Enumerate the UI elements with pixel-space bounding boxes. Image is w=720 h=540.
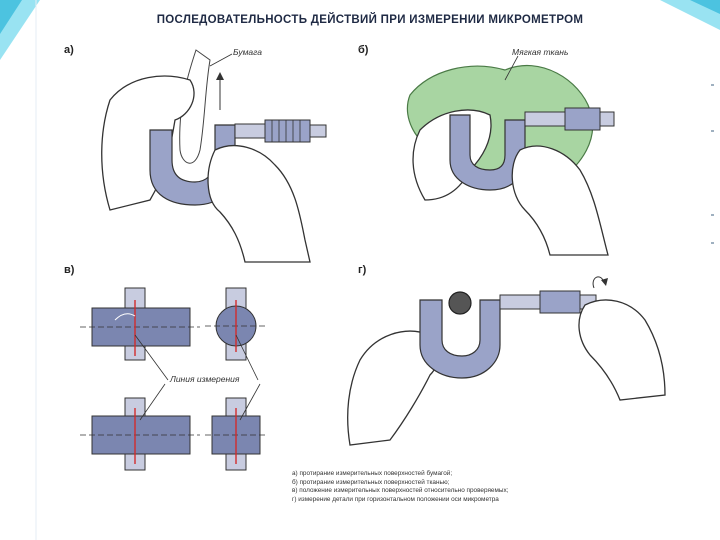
right-hand-g bbox=[578, 299, 666, 401]
edge-mark-2 bbox=[711, 130, 714, 132]
top-left-accent-inner bbox=[0, 0, 22, 34]
callout-cloth: Мягкая ткань bbox=[512, 47, 569, 57]
top-right-accent-inner bbox=[690, 0, 720, 14]
micrometer-frame-g bbox=[419, 299, 501, 379]
legend-item-g: г) измерение детали при горизонтальном п… bbox=[292, 495, 499, 503]
round-workpiece-g bbox=[448, 291, 472, 315]
micrometer-frame-b bbox=[449, 114, 526, 191]
panel-label-b: б) bbox=[358, 44, 369, 56]
left-hand-g bbox=[347, 330, 441, 446]
edge-mark-1 bbox=[711, 84, 714, 86]
leader-1 bbox=[134, 334, 169, 381]
rotate-arrow-g bbox=[592, 276, 605, 289]
micrometer-thimble-g bbox=[539, 290, 581, 314]
legend-item-a: а) протирание измерительных поверхностей… bbox=[292, 470, 453, 477]
legend-item-b: б) протирание измерительных поверхностей… bbox=[292, 478, 450, 486]
left-hand-a bbox=[101, 75, 195, 211]
callout-line-a bbox=[209, 53, 233, 67]
callout-paper: Бумага bbox=[233, 47, 262, 57]
panel-label-g: г) bbox=[358, 264, 367, 276]
right-hand-a bbox=[207, 145, 311, 263]
micrometer-ratchet-a bbox=[309, 124, 327, 138]
callout-measure-line: Линия измерения bbox=[170, 374, 240, 384]
legend-item-v: в) положение измерительных поверхностей … bbox=[292, 487, 509, 495]
edge-mark-3 bbox=[711, 214, 714, 216]
edge-mark-4 bbox=[711, 242, 714, 244]
micrometer-ratchet-b bbox=[599, 111, 615, 127]
leader-2 bbox=[235, 334, 259, 381]
leader-3 bbox=[139, 383, 166, 421]
callout-line-b bbox=[504, 55, 519, 81]
micrometer-sleeve-g bbox=[499, 294, 541, 310]
right-hand-b bbox=[511, 145, 609, 256]
page-title: ПОСЛЕДОВАТЕЛЬНОСТЬ ДЕЙСТВИЙ ПРИ ИЗМЕРЕНИ… bbox=[156, 14, 584, 26]
panel-label-v: в) bbox=[64, 264, 75, 276]
top-right-accent bbox=[660, 0, 720, 30]
angle-arc-1 bbox=[114, 313, 136, 321]
panel-label-a: а) bbox=[64, 44, 74, 56]
leader-4 bbox=[239, 383, 261, 421]
legend: а) протирание измерительных поверхностей… bbox=[292, 470, 622, 504]
